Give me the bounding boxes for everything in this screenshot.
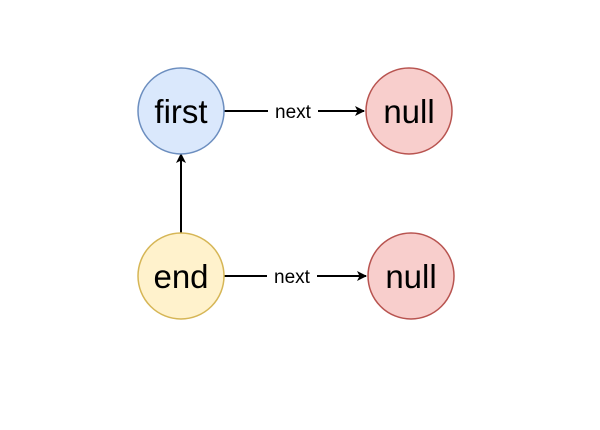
edge-first-next: next	[224, 100, 365, 123]
node-null-bottom-label: null	[385, 258, 436, 295]
node-null-top-label: null	[383, 93, 434, 130]
edge-end-next-label: next	[274, 267, 311, 288]
edge-end-next: next	[224, 265, 367, 288]
node-first: first	[137, 67, 225, 155]
node-end-label: end	[153, 258, 208, 295]
node-first-label: first	[154, 93, 207, 130]
node-first-circle	[137, 67, 225, 155]
node-end-circle	[137, 232, 225, 320]
node-null-bottom-circle	[367, 232, 455, 320]
edge-first-next-label-bg	[268, 100, 318, 122]
edge-first-next-label: next	[275, 102, 312, 123]
node-end: end	[137, 232, 225, 320]
node-null-top: null	[365, 67, 453, 155]
node-null-top-circle	[365, 67, 453, 155]
edge-end-next-label-bg	[267, 265, 317, 287]
node-null-bottom: null	[367, 232, 455, 320]
